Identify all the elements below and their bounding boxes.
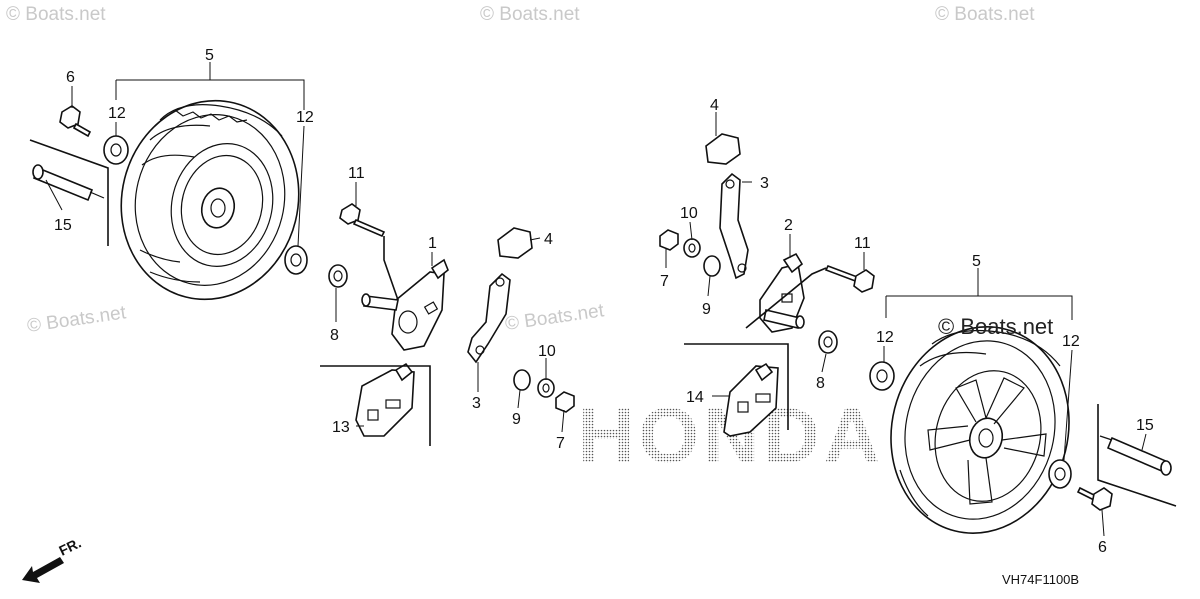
washer-10-right — [683, 238, 701, 258]
callout-13: 13 — [332, 419, 350, 436]
callout-15-left: 15 — [54, 217, 72, 234]
collar-9-right — [703, 255, 721, 277]
callout-7-right: 7 — [660, 273, 669, 290]
left-wheel — [120, 99, 300, 301]
diagram-code: VH74F1100B — [1002, 572, 1079, 587]
front-direction-arrow-icon — [22, 557, 64, 583]
washer-10-left — [537, 378, 555, 398]
cap-4-right — [705, 133, 741, 165]
callout-10-right: 10 — [680, 205, 698, 222]
nut-12-right-2 — [1048, 459, 1072, 489]
callout-3-left: 3 — [472, 395, 481, 412]
callout-12-right: 12 — [876, 329, 894, 346]
watermark-mid-center: © Boats.net — [504, 300, 606, 335]
washer-8-right — [818, 330, 838, 354]
callout-5-left: 5 — [205, 47, 214, 64]
watermark-mid-left: © Boats.net — [26, 302, 128, 337]
callout-8-left: 8 — [330, 327, 339, 344]
front-direction-label: FR. — [56, 534, 83, 558]
link-3-left — [467, 272, 511, 364]
bracket-1 — [361, 258, 449, 351]
bolt-6-left — [59, 105, 92, 138]
callout-6-left: 6 — [66, 69, 75, 86]
bolt-11-right — [824, 264, 875, 293]
watermark-top-right: © Boats.net — [935, 4, 1035, 25]
shaft-15-left — [32, 164, 105, 202]
callout-4-right: 4 — [710, 97, 719, 114]
callout-5-right: 5 — [972, 253, 981, 270]
callout-9-left: 9 — [512, 411, 521, 428]
callout-1: 1 — [428, 235, 437, 252]
bracket-2 — [759, 252, 805, 333]
callout-2: 2 — [784, 217, 793, 234]
nut-12-left — [103, 135, 129, 165]
callout-4-left: 4 — [544, 231, 553, 248]
nut-7-left — [555, 391, 575, 413]
plate-14 — [723, 362, 779, 437]
callout-10-left: 10 — [538, 343, 556, 360]
watermark-top-center: © Boats.net — [480, 4, 580, 25]
nut-7-right — [659, 229, 679, 251]
bolt-11-left — [339, 203, 386, 238]
watermark-right-wheel: © Boats.net — [938, 314, 1053, 339]
bolt-6-right — [1076, 486, 1113, 511]
callout-9-right: 9 — [702, 301, 711, 318]
collar-9-left — [513, 369, 531, 391]
callout-8-right: 8 — [816, 375, 825, 392]
callout-12-right-2: 12 — [1062, 333, 1080, 350]
callout-14: 14 — [686, 389, 704, 406]
nut-12-right — [869, 361, 895, 391]
callout-7-left: 7 — [556, 435, 565, 452]
nut-12-left-2 — [284, 245, 308, 275]
callout-15-right: 15 — [1136, 417, 1154, 434]
watermark-top-left: © Boats.net — [6, 4, 106, 25]
callout-12-left-2: 12 — [296, 109, 314, 126]
right-wheel — [890, 326, 1070, 534]
callout-12-left: 12 — [108, 105, 126, 122]
shaft-15-right — [1099, 435, 1172, 476]
callout-3-right: 3 — [760, 175, 769, 192]
callout-6-right: 6 — [1098, 539, 1107, 556]
callout-11-left: 11 — [348, 165, 365, 182]
link-3-right — [719, 172, 749, 280]
callout-11-right: 11 — [854, 235, 871, 252]
plate-13 — [355, 362, 415, 437]
cap-4-left — [497, 227, 533, 259]
washer-8-left — [328, 264, 348, 288]
